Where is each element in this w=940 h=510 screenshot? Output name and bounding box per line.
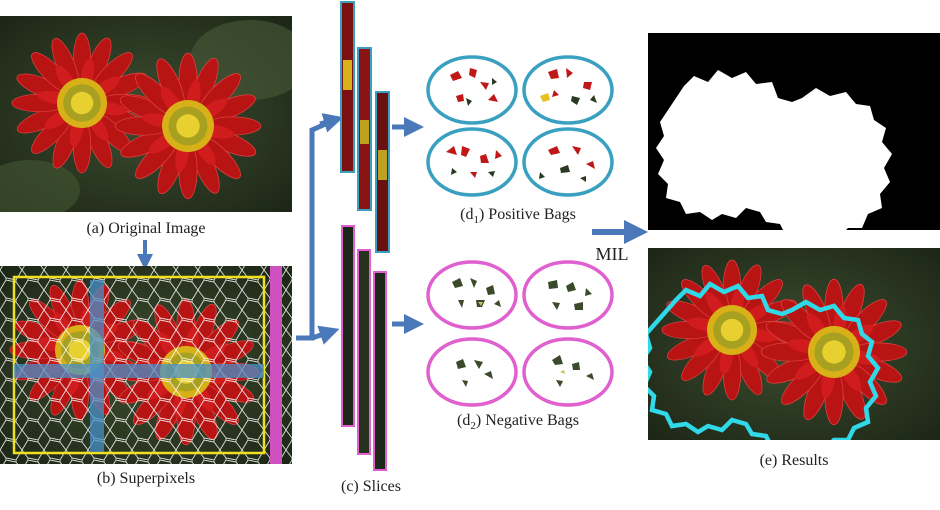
result-image [648, 248, 940, 440]
caption-original-image: (a) Original Image [86, 220, 206, 237]
caption-positive-prefix: (d [460, 206, 474, 223]
caption-superpixels: (b) Superpixels [96, 470, 196, 487]
positive-bag-fragments [446, 68, 597, 182]
caption-slices: (c) Slices [341, 478, 401, 495]
horizontal-slice-blue [14, 364, 264, 378]
vertical-slice-magenta [270, 266, 282, 464]
negative-bag-highlights [478, 302, 565, 374]
caption-negative-bags: (d2) Negative Bags [432, 412, 604, 432]
negative-bag-fragments [452, 278, 594, 387]
binary-mask [648, 33, 940, 240]
original-image [0, 16, 292, 212]
caption-positive-bags: (d1) Positive Bags [432, 206, 604, 226]
caption-negative-suffix: ) Negative Bags [475, 412, 579, 429]
connector-negative [311, 325, 340, 345]
caption-negative-subscript: 2 [470, 420, 476, 433]
caption-negative-prefix: (d [457, 412, 471, 429]
connector-positive [296, 119, 332, 341]
caption-positive-suffix: ) Positive Bags [478, 206, 576, 223]
positive-slices [340, 1, 390, 253]
negative-bags [426, 260, 614, 407]
positive-bags [426, 55, 614, 197]
caption-results: (e) Results [759, 452, 829, 469]
caption-mil: MIL [595, 244, 629, 264]
negative-slices [341, 225, 387, 471]
connector-positive-head [319, 113, 344, 133]
caption-positive-subscript: 1 [473, 214, 479, 227]
